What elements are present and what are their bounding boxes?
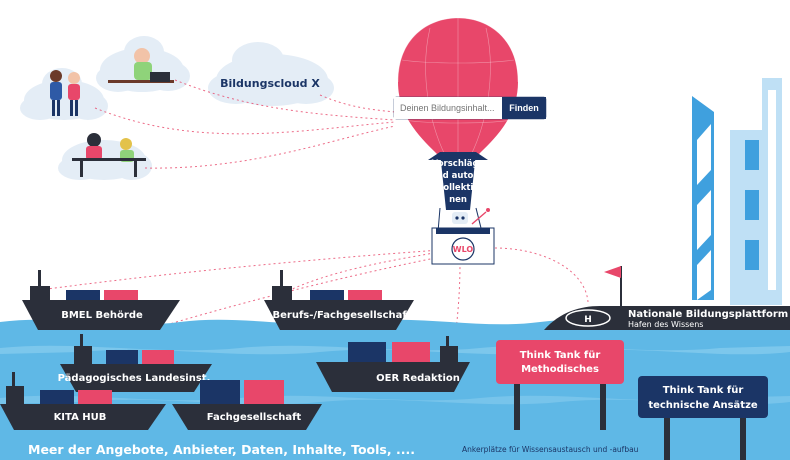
hot-air-balloon — [397, 17, 519, 233]
suggestions-line-1: Vorschläge — [432, 159, 485, 169]
teacher-figure — [108, 48, 174, 83]
ship-paedagogisch-label: Pädagogisches Landesinst. — [58, 373, 211, 384]
anchor-label: Ankerplätze für Wissensaustausch und -au… — [462, 445, 639, 454]
ship-kita-label: KITA HUB — [54, 412, 107, 423]
bildungscloud-label: Bildungscloud X — [220, 77, 320, 90]
ship-fach-label: Fachgesellschaft — [207, 412, 302, 423]
harbor-platform: H Nationale Bildungsplattform Hafen des … — [544, 266, 790, 330]
wlo-logo: WLO — [453, 245, 474, 254]
sea-label: Meer der Angebote, Anbieter, Daten, Inha… — [28, 442, 415, 457]
svg-text:H: H — [584, 315, 592, 325]
ship-berufs: Berufs-/Fachgesellschaft — [264, 270, 414, 330]
ship-bmel-label: BMEL Behörde — [61, 310, 143, 321]
ship-berufs-label: Berufs-/Fachgesellschaft — [272, 310, 411, 321]
students-figures — [72, 133, 146, 177]
think-tank-methodisch-line-1: Think Tank für — [520, 350, 601, 361]
ship-oer-label: OER Redaktion — [376, 373, 460, 384]
suggestions-panel: Vorschläge und autom. Kollektio nen — [431, 159, 486, 205]
suggestions-line-3: Kollektio — [437, 183, 479, 193]
suggestions-line-4: nen — [449, 195, 467, 205]
ship-oer: OER Redaktion — [316, 336, 470, 392]
ship-paedagogisch: Pädagogisches Landesinst. — [58, 334, 212, 392]
ship-kita: KITA HUB — [0, 372, 166, 430]
think-tank-methodisch-line-2: Methodisches — [521, 364, 599, 375]
balloon-basket: WLO — [431, 227, 495, 265]
search-input[interactable] — [394, 97, 502, 119]
city-towers — [692, 78, 782, 305]
cloud-bildungscloud: Bildungscloud X — [208, 42, 334, 106]
harbor-subtitle: Hafen des Wissens — [628, 320, 703, 329]
cloud-children — [20, 68, 108, 120]
think-tank-technisch-line-2: technische Ansätze — [648, 400, 758, 411]
ship-bmel: BMEL Behörde — [22, 270, 180, 330]
suggestions-line-2: und autom. — [431, 171, 486, 181]
robot-icon — [452, 208, 490, 225]
think-tank-technisch-line-1: Think Tank für — [663, 385, 744, 396]
ship-fach: Fachgesellschaft — [172, 380, 322, 430]
children-figures — [50, 70, 80, 116]
think-tank-methodisch: Think Tank für Methodisches — [496, 340, 624, 430]
find-button[interactable]: Finden — [502, 97, 546, 119]
harbor-title: Nationale Bildungsplattform — [628, 309, 788, 320]
think-tank-technisch: Think Tank für technische Ansätze — [638, 376, 768, 460]
